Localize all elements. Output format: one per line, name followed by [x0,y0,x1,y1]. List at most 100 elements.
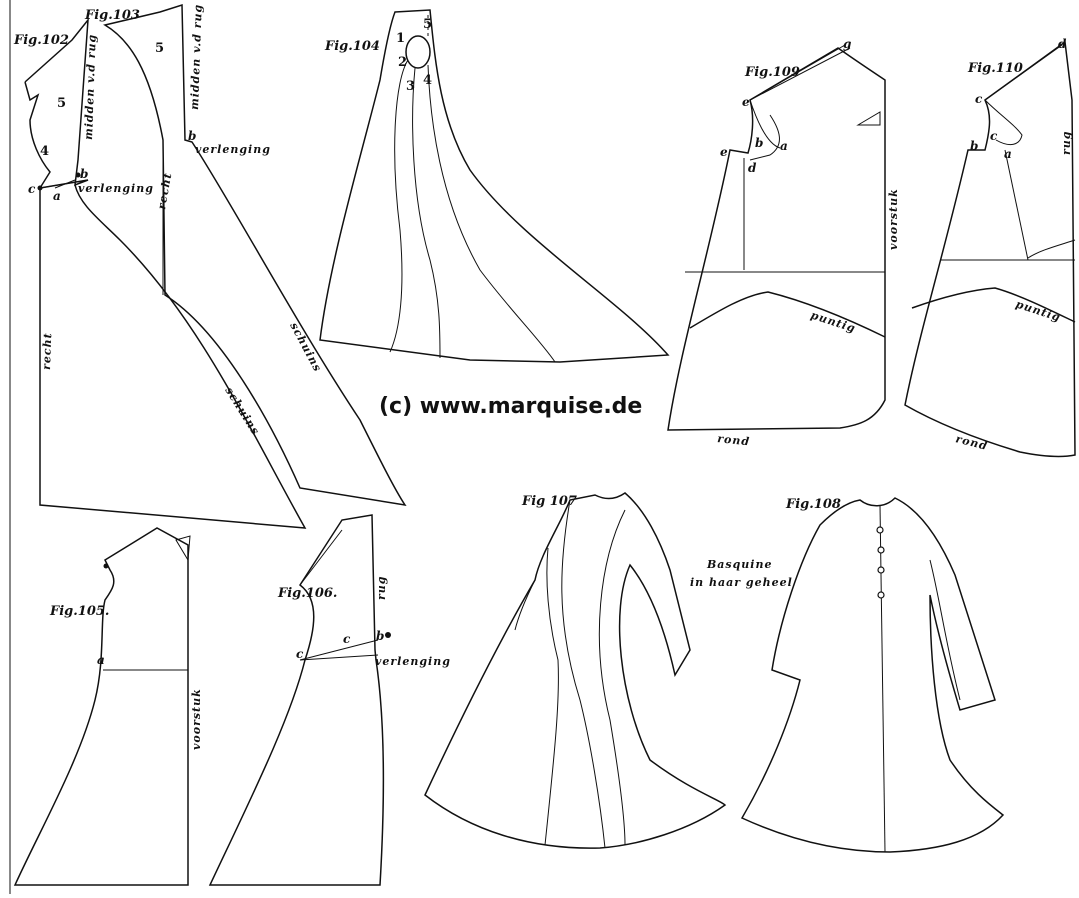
fig106-rug: rug [375,576,388,600]
fig109-armhole-2 [749,114,780,161]
fig102-inner-line [54,179,76,189]
fig107-back-seam [561,499,606,849]
fig107-title: Fig 107 [521,494,577,509]
fig106-label-c1: c [343,632,351,646]
fig103-label-5: 5 [155,41,164,56]
fig102-label-b: b [80,167,88,181]
figure-104: Fig.104 1 2 3 4 5 [319,9,670,363]
fig104-outline [319,9,670,363]
fig105-title: Fig.105. [49,604,109,619]
fig104-num-5: 5 [423,17,432,32]
figure-106: Fig.106. rug c c b verlenging [208,514,451,886]
fig102-point-c [37,185,43,191]
fig102-label-a: a [53,189,61,203]
fig109-label-d: d [748,161,757,175]
fig105-outline [13,527,189,886]
fig102-title: Fig.102 [13,33,69,48]
fig110-label-b: b [970,139,978,153]
watermark: (c) www.marquise.de [379,394,642,419]
fig108-sleeve-seam [929,559,961,701]
fig104-num-2: 2 [398,55,407,70]
figure-107: Fig 107 [424,492,727,849]
fig110-side-line [1004,149,1029,261]
fig106-label-c2: c [296,647,304,661]
fig109-label-a: a [780,139,788,153]
fig106-label-b: b [376,629,384,643]
figure-109: Fig.109 g e e b a d voorstuk puntig rond [667,37,900,448]
fig109-label-b: b [755,136,763,150]
fig109-dart [856,111,881,126]
fig102-label-5: 5 [57,96,66,111]
fig103-outline [103,3,407,507]
fig108-title: Fig.108 [785,497,841,512]
fig110-title: Fig.110 [967,61,1023,76]
fig107-outline [424,492,727,849]
fig109-title: Fig.109 [744,65,800,80]
fig102-recht: recht [40,332,54,370]
fig108-center-line [879,504,886,853]
fig110-puntig-line [911,287,1076,323]
fig109-label-e2: e [720,145,728,159]
fig108-button [877,566,885,574]
fig109-rond: rond [717,432,751,448]
fig102-label-4: 4 [40,144,49,159]
fig109-puntig-line [689,291,886,338]
fig102-verlenging: verlenging [78,182,154,195]
fig110-armhole [984,99,1023,146]
fig106-verlenging-line [299,639,379,661]
fig102-point-b [75,172,81,178]
fig109-outline [667,47,886,431]
fig103-label-b: b [188,129,196,143]
fig106-verlenging: verlenging [375,655,451,668]
fig108-outline [740,497,1005,853]
figure-103: Fig.103 5 midden v.d rug b verlenging re… [84,3,407,507]
fig104-title: Fig.104 [324,39,380,54]
fig110-label-c2: c [990,129,998,143]
fig110-outline [904,40,1076,458]
fig103-verlenging: verlenging [195,143,271,156]
fig109-label-e1: e [742,95,750,109]
fig102-label-c: c [28,182,36,196]
fig103-recht: recht [155,171,174,210]
fig103-midden: midden v.d rug [188,4,205,111]
fig103-schuins: schuins [287,320,324,374]
fig104-seam-4 [427,64,556,363]
fig108-caption-2: in haar geheel [690,576,793,589]
fig108-caption-1: Basquine [706,558,772,571]
fig104-neck [405,35,431,69]
fig110-label-d: d [1058,37,1067,51]
fig108-button [876,526,884,534]
fig110-label-c1: c [975,92,983,106]
fig106-title: Fig.106. [277,586,337,601]
fig108-button [877,591,885,599]
fig110-shoulder-line [984,44,1063,101]
fig109-puntig: puntig [809,308,857,335]
fig109-shoulder-line-2 [749,44,846,101]
fig107-front-seam [544,547,559,846]
fig110-curve [1027,239,1076,259]
fig108-button [877,546,885,554]
fig104-num-1: 1 [396,31,405,46]
fig105-label-a: a [97,653,105,667]
fig107-sleeve-line [514,579,536,631]
fig110-rond: rond [954,432,989,453]
fig103-schuins-2: schuins [222,385,262,438]
fig106-verlenging-line-2 [299,654,379,661]
figure-108: Fig.108 Basquine in haar geheel [690,497,1005,853]
fig105-point [103,563,109,569]
fig110-puntig: puntig [1014,297,1062,324]
fig102-outline [24,17,307,529]
fig109-shoulder-line [749,47,851,101]
fig106-outline [208,514,385,886]
fig109-voorstuk: voorstuk [887,188,900,250]
fig107-side-seam [598,509,626,846]
fig104-seam-2 [389,59,409,353]
fig109-label-g: g [843,37,851,51]
fig105-voorstuk: voorstuk [190,688,203,750]
figure-110: Fig.110 d c c b a rug puntig rond [904,37,1076,458]
figure-105: Fig.105. a voorstuk [13,527,203,886]
fig106-shoulder-line [299,529,343,586]
fig106-point-b [385,632,391,638]
